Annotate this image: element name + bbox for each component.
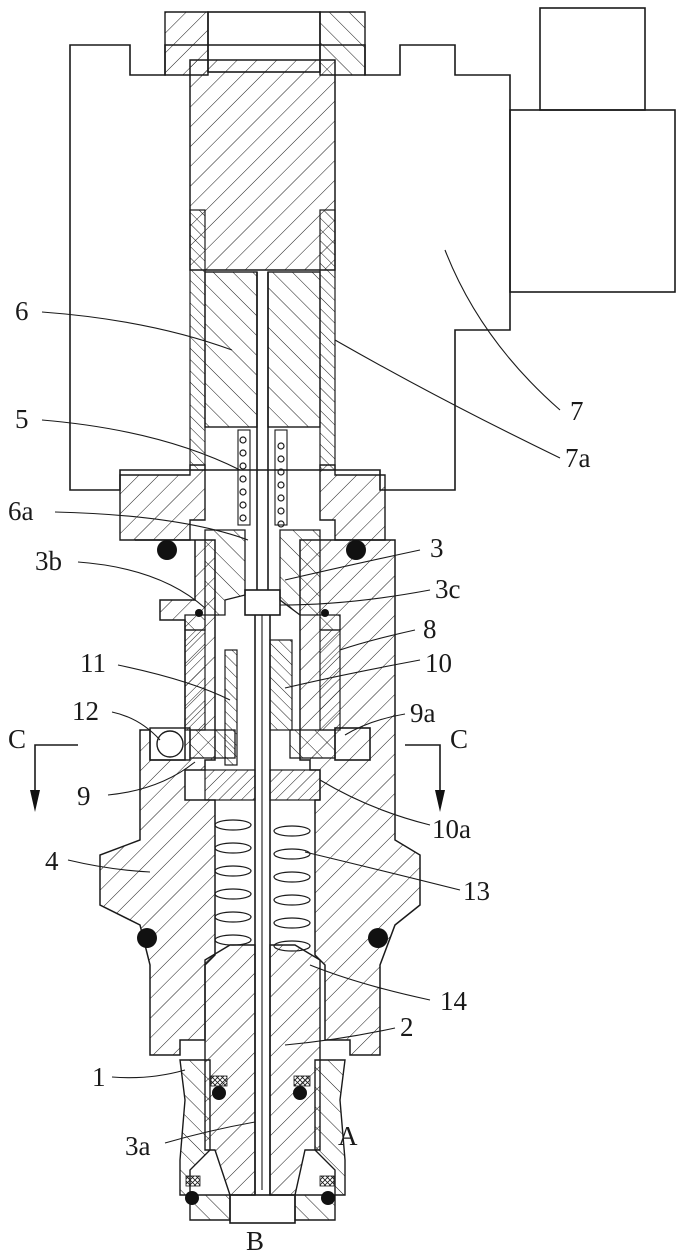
- label-8: 8: [423, 614, 437, 644]
- label-section-c-left: C: [8, 724, 26, 754]
- label-1: 1: [92, 1062, 106, 1092]
- spring-coil: [240, 476, 246, 482]
- label-4: 4: [45, 846, 59, 876]
- spring-coil: [240, 502, 246, 508]
- label-5: 5: [15, 404, 29, 434]
- label-13: 13: [463, 876, 490, 906]
- label-3a: 3a: [125, 1131, 151, 1161]
- label-7: 7: [570, 396, 584, 426]
- label-11: 11: [80, 648, 106, 678]
- spring-coil: [274, 826, 310, 836]
- spring-coil: [215, 866, 251, 876]
- label-6a: 6a: [8, 496, 34, 526]
- spring-coil: [274, 895, 310, 905]
- label-10: 10: [425, 648, 452, 678]
- label-7a: 7a: [565, 443, 591, 473]
- spring-coil: [240, 489, 246, 495]
- spring-coil: [215, 912, 251, 922]
- spring-coil: [278, 443, 284, 449]
- label-3: 3: [430, 533, 444, 563]
- valve-body: [100, 540, 420, 1055]
- label-12: 12: [72, 696, 99, 726]
- solenoid-housing: [70, 8, 675, 490]
- label-port-b: B: [246, 1226, 264, 1256]
- label-port-a: A: [338, 1121, 358, 1151]
- spring-coil: [274, 918, 310, 928]
- pole-flange: [120, 465, 385, 540]
- spring-coil: [240, 515, 246, 521]
- spring-coil: [240, 463, 246, 469]
- spring-coil: [215, 843, 251, 853]
- spring-coil: [240, 450, 246, 456]
- label-9: 9: [77, 781, 91, 811]
- spring-5: [238, 430, 287, 527]
- spring-coil: [278, 495, 284, 501]
- spring-coil: [215, 820, 251, 830]
- spring-coil: [274, 849, 310, 859]
- label-9a: 9a: [410, 698, 436, 728]
- label-section-c-right: C: [450, 724, 468, 754]
- spring-coil: [278, 508, 284, 514]
- spring-coil: [278, 521, 284, 527]
- label-3b: 3b: [35, 546, 62, 576]
- spring-coil: [278, 482, 284, 488]
- central-stem: [255, 615, 270, 1195]
- spring-coil: [215, 889, 251, 899]
- label-14: 14: [440, 986, 468, 1016]
- spring-coil: [278, 456, 284, 462]
- spring-coil: [240, 437, 246, 443]
- spring-coil: [274, 872, 310, 882]
- label-3c: 3c: [435, 574, 461, 604]
- label-2: 2: [400, 1012, 414, 1042]
- label-6: 6: [15, 296, 29, 326]
- spring-coil: [215, 935, 251, 945]
- label-10a: 10a: [432, 814, 471, 844]
